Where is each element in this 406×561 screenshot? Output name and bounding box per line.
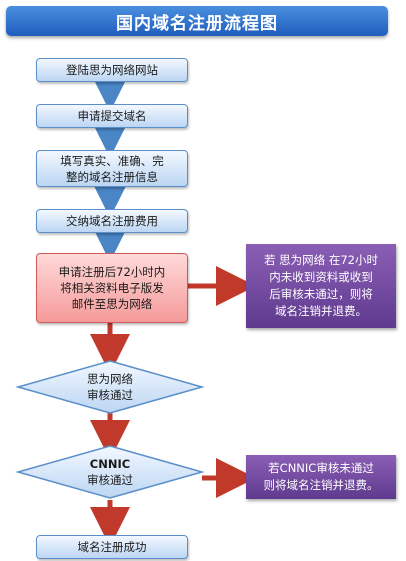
note-no-documents-line4: 域名注销并退费。 (275, 304, 367, 318)
step-send-documents-line3: 邮件至思为网络 (71, 297, 153, 311)
step-login-label: 登陆思为网络网站 (66, 63, 158, 77)
step-success: 域名注册成功 (36, 535, 188, 559)
note-no-documents-line3: 后审核未通过，则将 (269, 287, 373, 301)
decision-diamond-1 (15, 360, 205, 414)
step-send-documents: 申请注册后72小时内 将相关资料电子版发 邮件至思为网络 (36, 253, 188, 323)
diagram-title: 国内域名注册流程图 (6, 6, 388, 36)
note-cnnic-reject-line2: 则将域名注销并退费。 (263, 478, 379, 492)
decision-2-line1: CNNIC (89, 457, 131, 471)
step-pay-fee: 交纳域名注册费用 (36, 209, 188, 233)
decision-2-line2: 审核通过 (87, 473, 133, 487)
step-send-documents-line2: 将相关资料电子版发 (60, 281, 164, 295)
step-fill-info-line2: 整的域名注册信息 (66, 169, 158, 184)
step-send-documents-line1: 申请注册后72小时内 (58, 265, 166, 279)
step-submit-domain: 申请提交域名 (36, 104, 188, 128)
decision-1-line1: 思为网络 (87, 372, 133, 386)
step-success-label: 域名注册成功 (77, 540, 147, 554)
step-fill-info-line1: 填写真实、准确、完 (60, 153, 164, 168)
decision-2-label: CNNIC 审核通过 (20, 456, 200, 488)
decision-diamond-2 (15, 445, 205, 499)
decision-1-label: 思为网络 审核通过 (20, 371, 200, 403)
note-cnnic-reject: 若CNNIC审核未通过 则将域名注销并退费。 (246, 455, 396, 499)
note-no-documents: 若 思为网络 在72小时 内未收到资料或收到 后审核未通过，则将 域名注销并退费… (246, 244, 396, 328)
step-pay-fee-label: 交纳域名注册费用 (66, 214, 158, 228)
note-cnnic-reject-line1: 若CNNIC审核未通过 (268, 461, 374, 475)
step-fill-info: 填写真实、准确、完 整的域名注册信息 (36, 150, 188, 187)
note-no-documents-line1: 若 思为网络 在72小时 (264, 253, 378, 267)
decision-1-line2: 审核通过 (87, 388, 133, 402)
note-no-documents-line2: 内未收到资料或收到 (269, 270, 373, 284)
step-login: 登陆思为网络网站 (36, 58, 188, 82)
step-submit-domain-label: 申请提交域名 (77, 109, 147, 123)
